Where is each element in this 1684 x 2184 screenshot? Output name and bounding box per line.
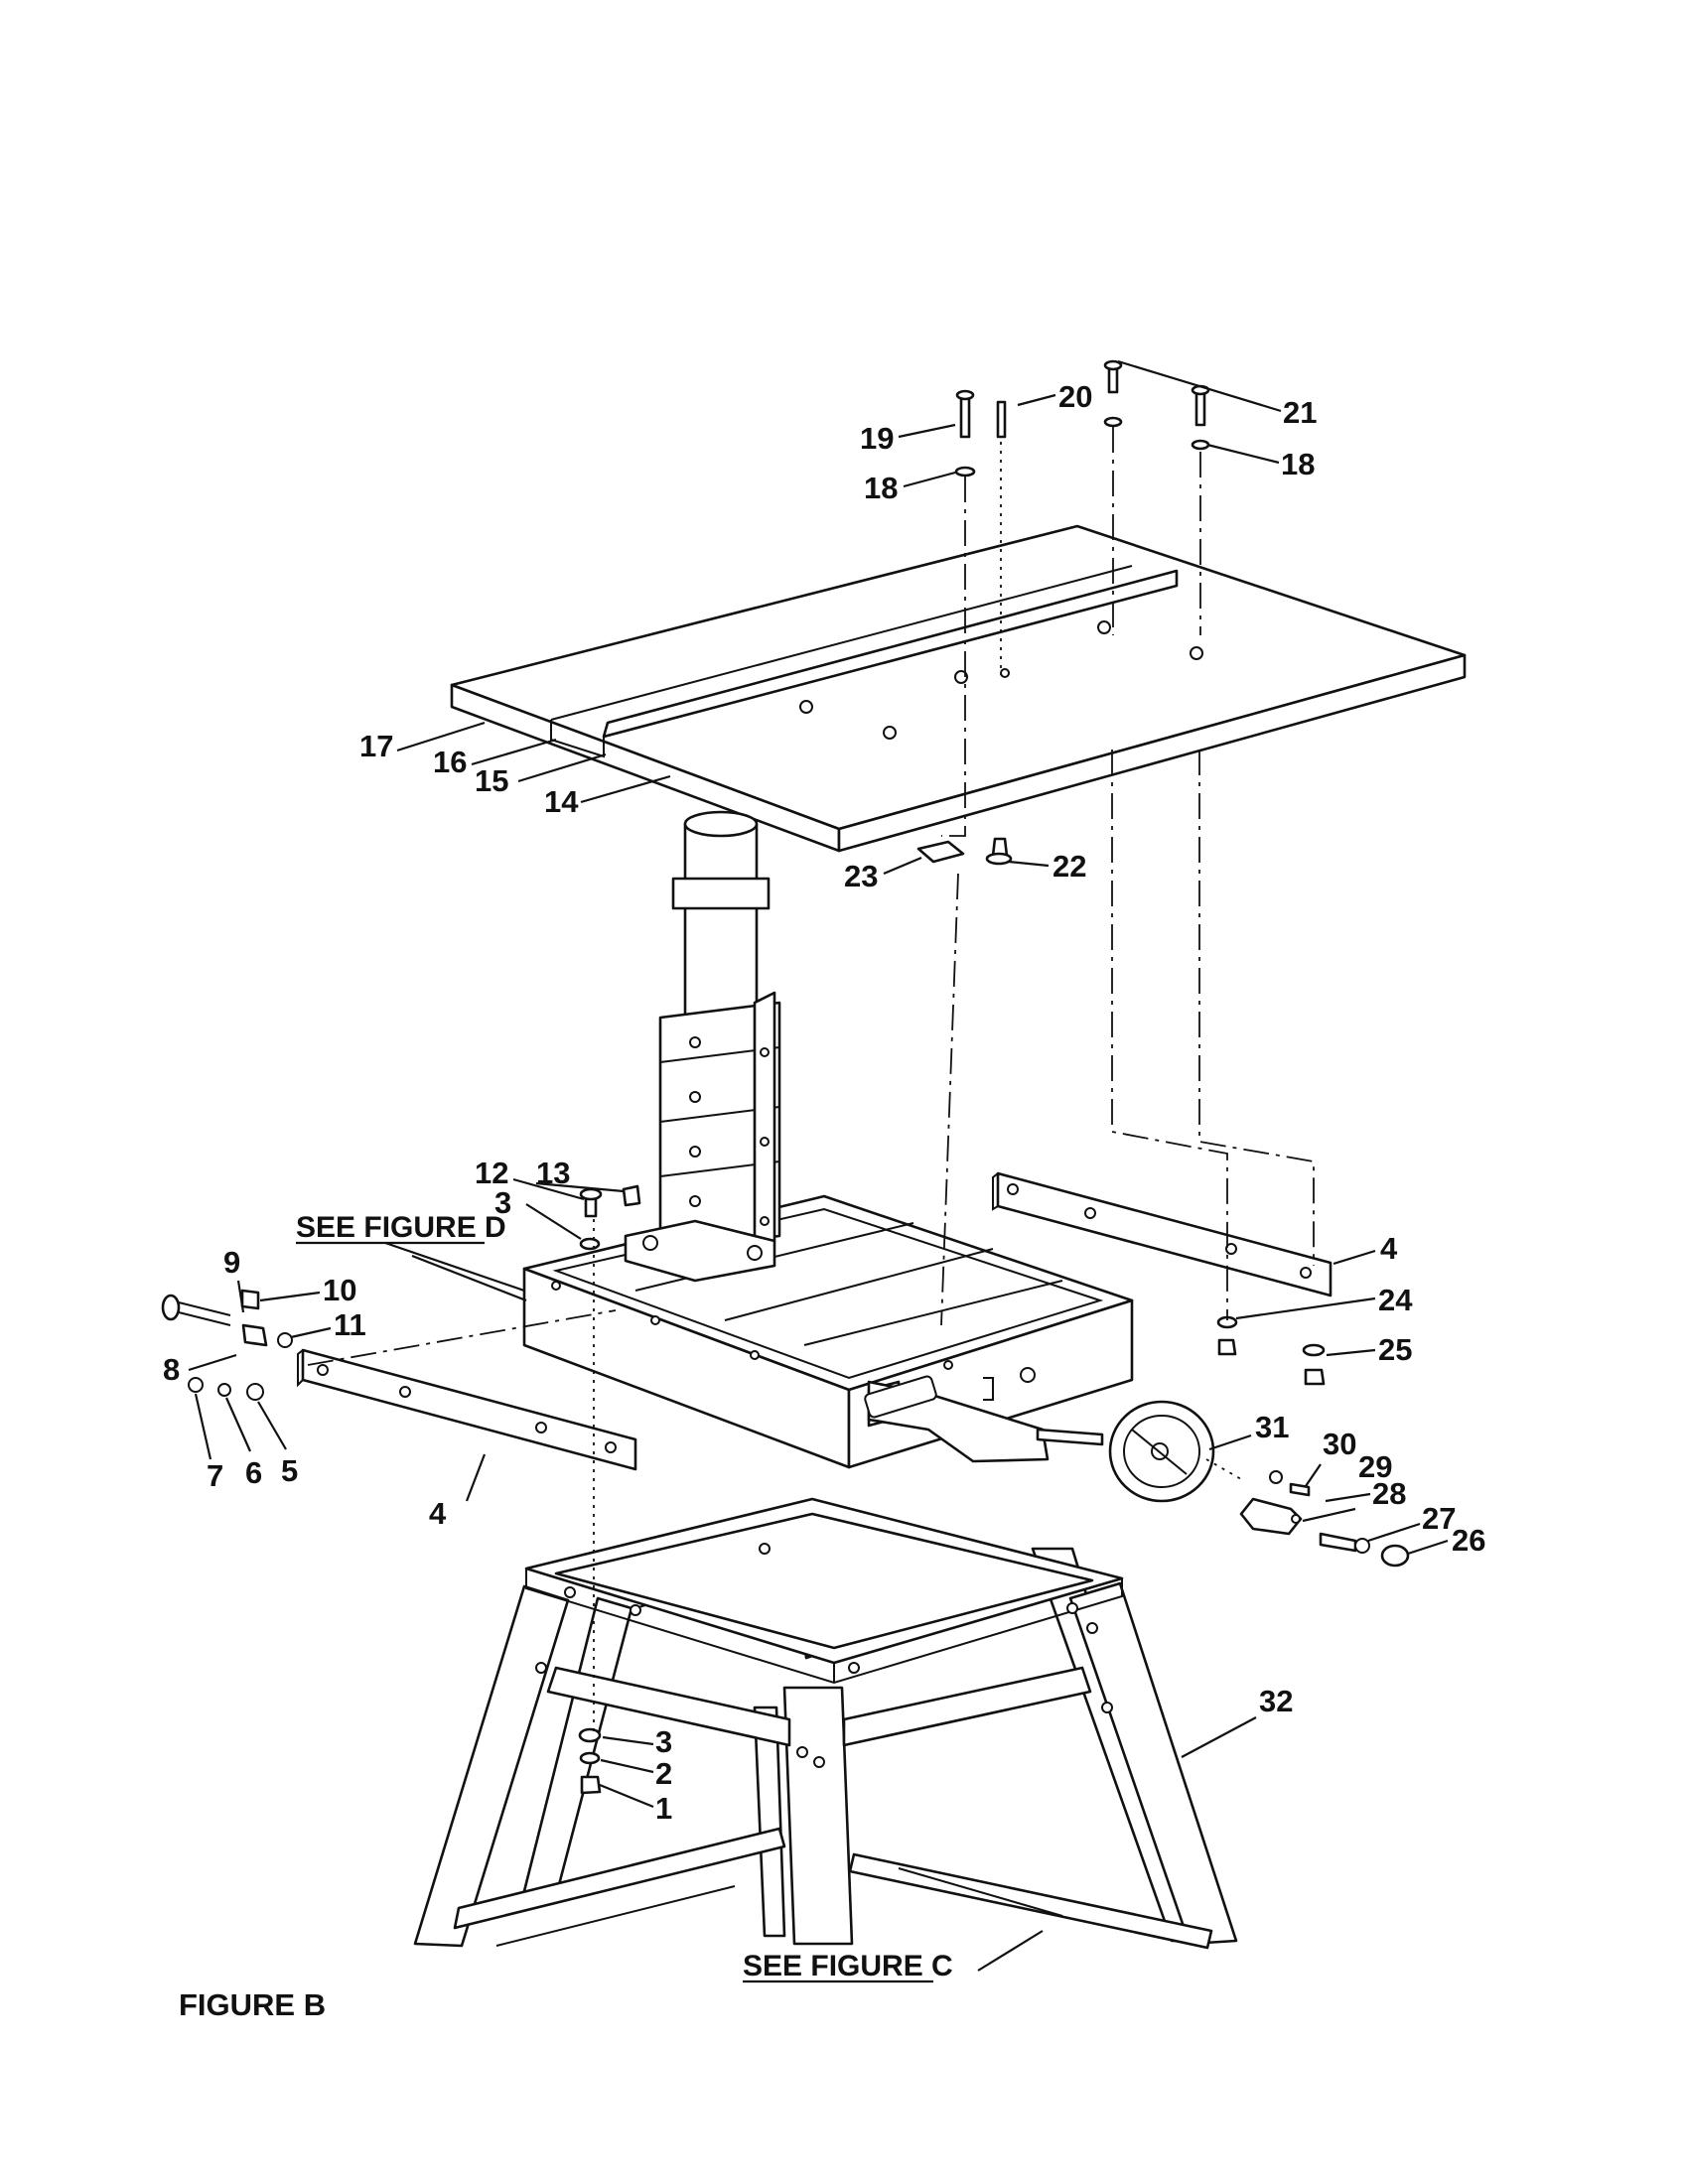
- fasteners: [578, 359, 1326, 1795]
- see-figure-c-label: SEE FIGURE C: [743, 1950, 953, 1982]
- column: [624, 810, 781, 1283]
- callout-7: 7: [207, 1458, 223, 1493]
- callout-labels: 1 2 3 3 4 4 5 6 7 8 9 10 11 12 13 14 15 …: [163, 379, 1485, 1826]
- callout-20: 20: [1058, 379, 1092, 414]
- callout-31: 31: [1255, 1410, 1289, 1444]
- handwheel: [1036, 1400, 1410, 1568]
- callout-22: 22: [1052, 849, 1086, 884]
- figure-references: SEE FIGURE D SEE FIGURE C FIGURE B: [179, 1211, 953, 2022]
- callout-2: 2: [655, 1756, 672, 1791]
- callout-3-lower: 3: [655, 1724, 672, 1759]
- callout-13: 13: [536, 1156, 570, 1190]
- callout-27: 27: [1422, 1501, 1456, 1536]
- see-figure-d-label: SEE FIGURE D: [296, 1211, 506, 1244]
- callout-11: 11: [334, 1307, 366, 1342]
- callout-32: 32: [1259, 1684, 1293, 1718]
- left-hardware: [161, 1289, 293, 1401]
- callout-17: 17: [359, 729, 393, 763]
- callout-16: 16: [433, 745, 467, 779]
- side-rail-right: [992, 1171, 1333, 1297]
- callout-5: 5: [281, 1453, 298, 1488]
- callout-18-right: 18: [1281, 447, 1315, 481]
- callout-29: 29: [1358, 1449, 1392, 1484]
- callout-30: 30: [1323, 1427, 1356, 1461]
- callout-4-right: 4: [1380, 1231, 1398, 1266]
- callout-10: 10: [323, 1273, 356, 1307]
- callout-9: 9: [223, 1245, 240, 1280]
- callout-24: 24: [1378, 1283, 1413, 1317]
- leader-lines: [188, 359, 1449, 1972]
- callout-14: 14: [544, 784, 579, 819]
- callout-21: 21: [1283, 395, 1317, 430]
- callout-15: 15: [475, 763, 508, 798]
- callout-25: 25: [1378, 1332, 1412, 1367]
- callout-1: 1: [655, 1791, 672, 1826]
- base-box: [522, 1194, 1134, 1469]
- callout-18-left: 18: [864, 471, 898, 505]
- side-rail-left: [297, 1348, 637, 1471]
- table-top-assembly: [450, 524, 1467, 853]
- callout-8: 8: [163, 1352, 180, 1387]
- callout-23: 23: [844, 859, 878, 893]
- stand-leg-assembly: [413, 1497, 1238, 1950]
- callout-3-upper: 3: [494, 1185, 511, 1220]
- callout-26: 26: [1452, 1523, 1485, 1558]
- callout-12: 12: [475, 1156, 508, 1190]
- callout-19: 19: [860, 421, 894, 456]
- callout-4-left: 4: [429, 1496, 447, 1531]
- callout-6: 6: [245, 1455, 262, 1490]
- figure-label: FIGURE B: [179, 1987, 326, 2022]
- assembly-centerlines: [307, 427, 1315, 1732]
- callout-28: 28: [1372, 1476, 1406, 1511]
